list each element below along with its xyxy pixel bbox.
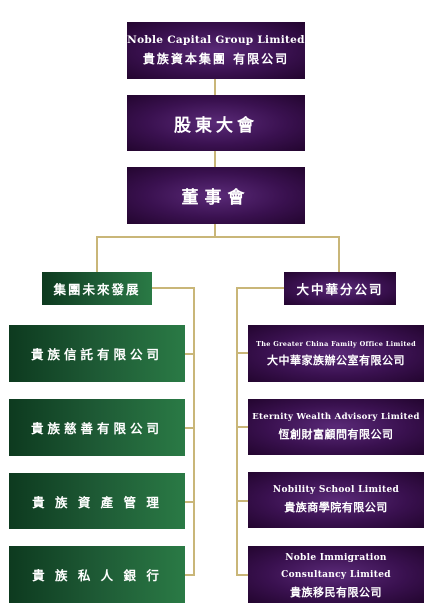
- left-item-label: 貴族慈善有限公司: [30, 421, 163, 436]
- connector-left-item-4: [185, 574, 195, 576]
- connector-left-branch-v: [193, 287, 195, 575]
- connector-board-down: [214, 224, 216, 237]
- connector-left-branch-h: [151, 287, 195, 289]
- right-item-name-zh: 恆創財富顧問有限公司: [278, 428, 394, 441]
- board-label: 董事會: [181, 188, 251, 208]
- connector-right-branch-h: [236, 287, 286, 289]
- right-item-name-zh: 大中華家族辦公室有限公司: [267, 353, 405, 367]
- right-item-wealth-advisory: Eternity Wealth Advisory Limited 恆創財富顧問有…: [248, 399, 424, 455]
- connector-left-item-1: [185, 353, 195, 355]
- connector-right-item-1: [236, 352, 248, 354]
- right-item-family-office: The Greater China Family Office Limited …: [248, 325, 424, 382]
- left-item-trust: 貴族信託有限公司: [9, 325, 185, 382]
- top-company-name-en: Noble Capital Group Limited: [127, 34, 305, 46]
- connector-left-item-3: [185, 501, 195, 503]
- left-item-charity: 貴族慈善有限公司: [9, 399, 185, 456]
- connector-right-branch-v: [236, 287, 238, 575]
- top-company-name-zh: 貴族資本集團 有限公司: [142, 52, 290, 66]
- board-box: 董事會: [127, 167, 305, 224]
- left-item-asset-management: 貴 族 資 產 管 理: [9, 473, 185, 529]
- left-branch-header: 集團未來發展: [42, 272, 152, 305]
- right-item-name-en: Eternity Wealth Advisory Limited: [252, 412, 420, 422]
- connector-left-item-2: [185, 427, 195, 429]
- right-item-business-school: Nobility School Limited 貴族商學院有限公司: [248, 472, 424, 528]
- right-item-name-en: Noble Immigration Consultancy Limited: [281, 552, 391, 580]
- connector-right-item-4: [236, 574, 248, 576]
- right-branch-header: 大中華分公司: [284, 272, 396, 305]
- right-item-name-zh: 貴族移民有限公司: [290, 585, 382, 599]
- right-item-immigration: Noble Immigration Consultancy Limited 貴族…: [248, 546, 424, 603]
- right-item-name-en: Nobility School Limited: [272, 485, 400, 495]
- shareholders-meeting-box: 股東大會: [127, 95, 305, 151]
- top-company-box: Noble Capital Group Limited 貴族資本集團 有限公司: [127, 22, 305, 79]
- right-item-name-zh: 貴族商學院有限公司: [284, 501, 388, 514]
- connector-right-item-3: [236, 500, 248, 502]
- shareholders-meeting-label: 股東大會: [174, 115, 258, 136]
- right-branch-title: 大中華分公司: [296, 282, 384, 297]
- left-item-label: 貴 族 私 人 銀 行: [32, 568, 162, 583]
- connector-horizontal-split: [96, 236, 340, 238]
- left-branch-title: 集團未來發展: [53, 282, 141, 297]
- left-item-label: 貴 族 資 產 管 理: [32, 494, 162, 510]
- connector-right-drop: [338, 236, 340, 272]
- connector-right-item-2: [236, 426, 248, 428]
- connector-top-shareholders: [214, 79, 216, 95]
- left-item-label: 貴族信託有限公司: [30, 347, 163, 362]
- connector-shareholders-board: [214, 151, 216, 167]
- left-item-private-bank: 貴 族 私 人 銀 行: [9, 546, 185, 603]
- right-item-name-en: The Greater China Family Office Limited: [256, 339, 416, 348]
- connector-left-drop: [96, 236, 98, 272]
